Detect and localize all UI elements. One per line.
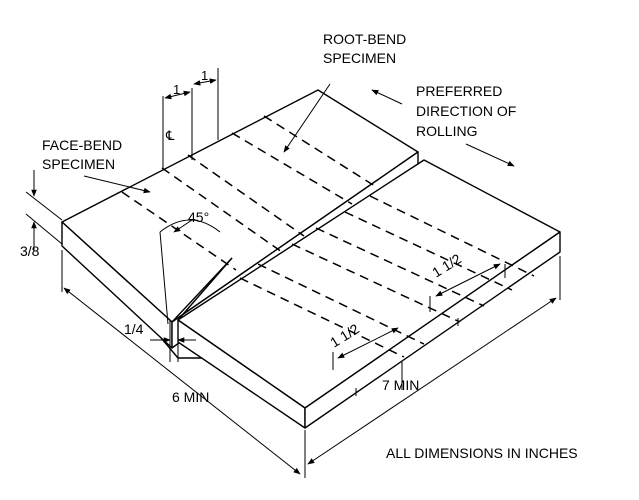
rolling-arrow-upper <box>371 89 403 105</box>
face-bend-label-line2: SPECIMEN <box>42 156 115 172</box>
units-note: ALL DIMENSIONS IN INCHES <box>386 445 578 461</box>
preferred-label-line3: ROLLING <box>416 123 477 139</box>
face-bend-label-line1: FACE-BEND <box>42 137 122 153</box>
root-bend-label-line1: ROOT-BEND <box>323 31 406 47</box>
thickness-dimension <box>25 170 63 250</box>
centerline-symbol: ℄ <box>165 128 175 143</box>
spacing-label-b: 1 <box>201 68 208 83</box>
length-dimension-left <box>61 250 306 478</box>
face-bend-leader <box>83 175 151 194</box>
angle-label: 45° <box>188 209 209 225</box>
preferred-label-line1: PREFERRED <box>416 83 502 99</box>
width-dimension-upper <box>435 263 501 297</box>
spacing-dimension <box>162 68 219 170</box>
root-bend-label-line2: SPECIMEN <box>323 50 396 66</box>
angle-arc <box>159 219 221 233</box>
length-left-label: 6 MIN <box>172 389 209 405</box>
thickness-label: 3/8 <box>20 243 40 259</box>
spacing-label-a: 1 <box>173 82 180 97</box>
angle-pointer <box>173 219 193 233</box>
preferred-label-line2: DIRECTION OF <box>416 103 516 119</box>
length-dimension-right <box>307 256 561 465</box>
rolling-arrow-lower <box>465 143 515 167</box>
left-specimen-cut-lines <box>121 115 379 271</box>
length-right-label: 7 MIN <box>382 377 419 393</box>
root-bend-leader <box>283 83 331 153</box>
root-gap-label: 1/4 <box>124 321 144 337</box>
